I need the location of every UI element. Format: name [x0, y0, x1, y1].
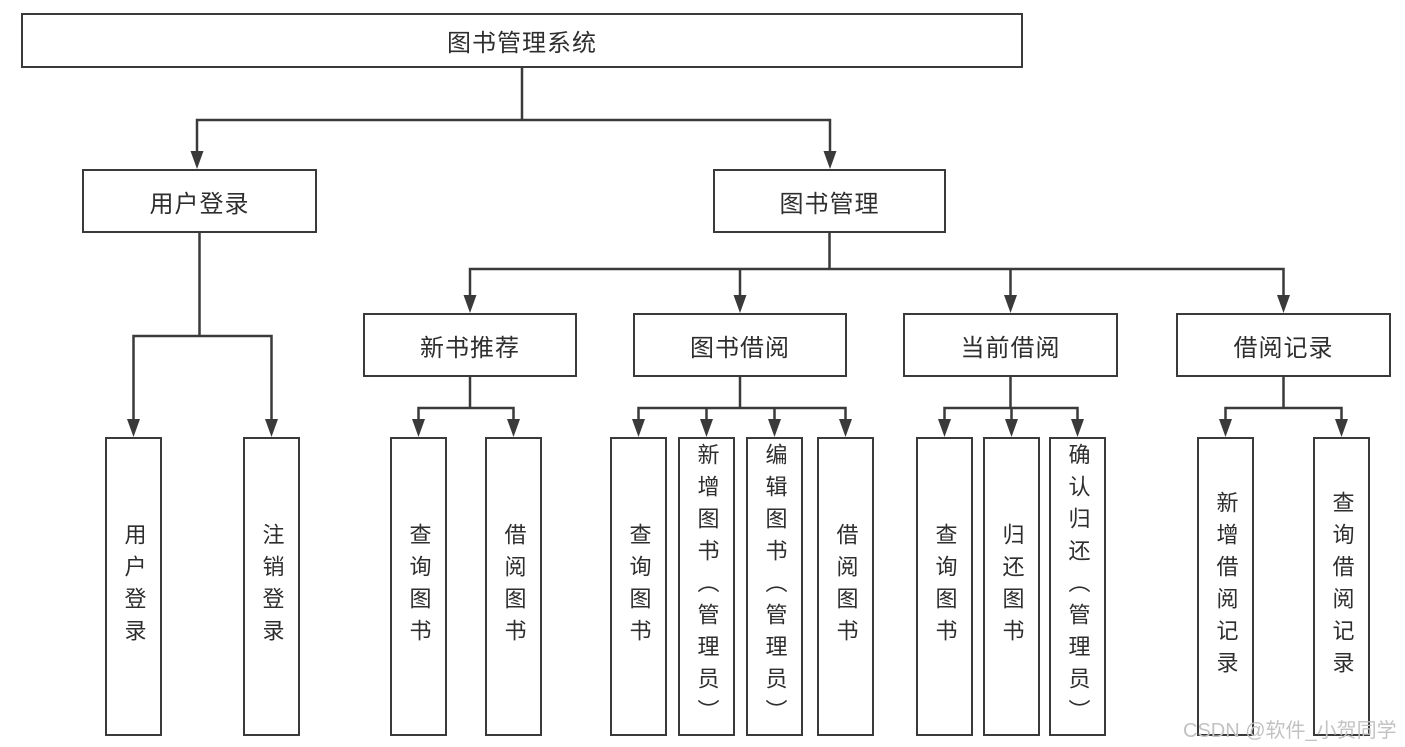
node-leaf-borrow-books-recommend: 借阅图书 [485, 437, 542, 736]
connector-bookborrow-to-leaves [637, 375, 847, 422]
node-leaf-borrow-books-borrowing: 借阅图书 [817, 437, 874, 736]
node-leaf-logout: 注销登录 [243, 437, 300, 736]
node-new-book-recommendation: 新书推荐 [363, 313, 577, 377]
connector-root-to-level2 [195, 68, 832, 154]
node-book-management: 图书管理 [713, 169, 946, 233]
node-leaf-query-books-recommend: 查询图书 [390, 437, 447, 736]
node-leaf-query-borrow-record: 查询借阅记录 [1313, 437, 1370, 736]
arrowhead-icons [127, 151, 1348, 437]
node-current-borrowing: 当前借阅 [903, 313, 1118, 377]
connector-bookmgmt-to-level3 [468, 231, 1285, 298]
node-leaf-user-login: 用户登录 [105, 437, 162, 736]
node-user-login: 用户登录 [82, 169, 317, 233]
connector-newbook-to-leaves [417, 375, 515, 422]
node-leaf-query-books-current: 查询图书 [916, 437, 973, 736]
node-borrowing-records: 借阅记录 [1176, 313, 1391, 377]
node-library-management-system: 图书管理系统 [21, 13, 1023, 68]
node-leaf-query-books-borrowing: 查询图书 [610, 437, 667, 736]
connector-records-to-leaves [1224, 375, 1343, 422]
node-book-borrowing: 图书借阅 [633, 313, 847, 377]
watermark-text: CSDN @软件_小贺同学 [1183, 720, 1397, 742]
node-leaf-confirm-return-admin: 确认归还（管理员） [1049, 437, 1106, 736]
connector-currentborrow-to-leaves [943, 375, 1079, 422]
connector-userlogin-to-leaves [132, 231, 273, 422]
node-leaf-edit-books-admin: 编辑图书（管理员） [746, 437, 803, 736]
node-leaf-return-books: 归还图书 [983, 437, 1040, 736]
node-leaf-add-books-admin: 新增图书（管理员） [678, 437, 735, 736]
node-leaf-add-borrow-record: 新增借阅记录 [1197, 437, 1254, 736]
